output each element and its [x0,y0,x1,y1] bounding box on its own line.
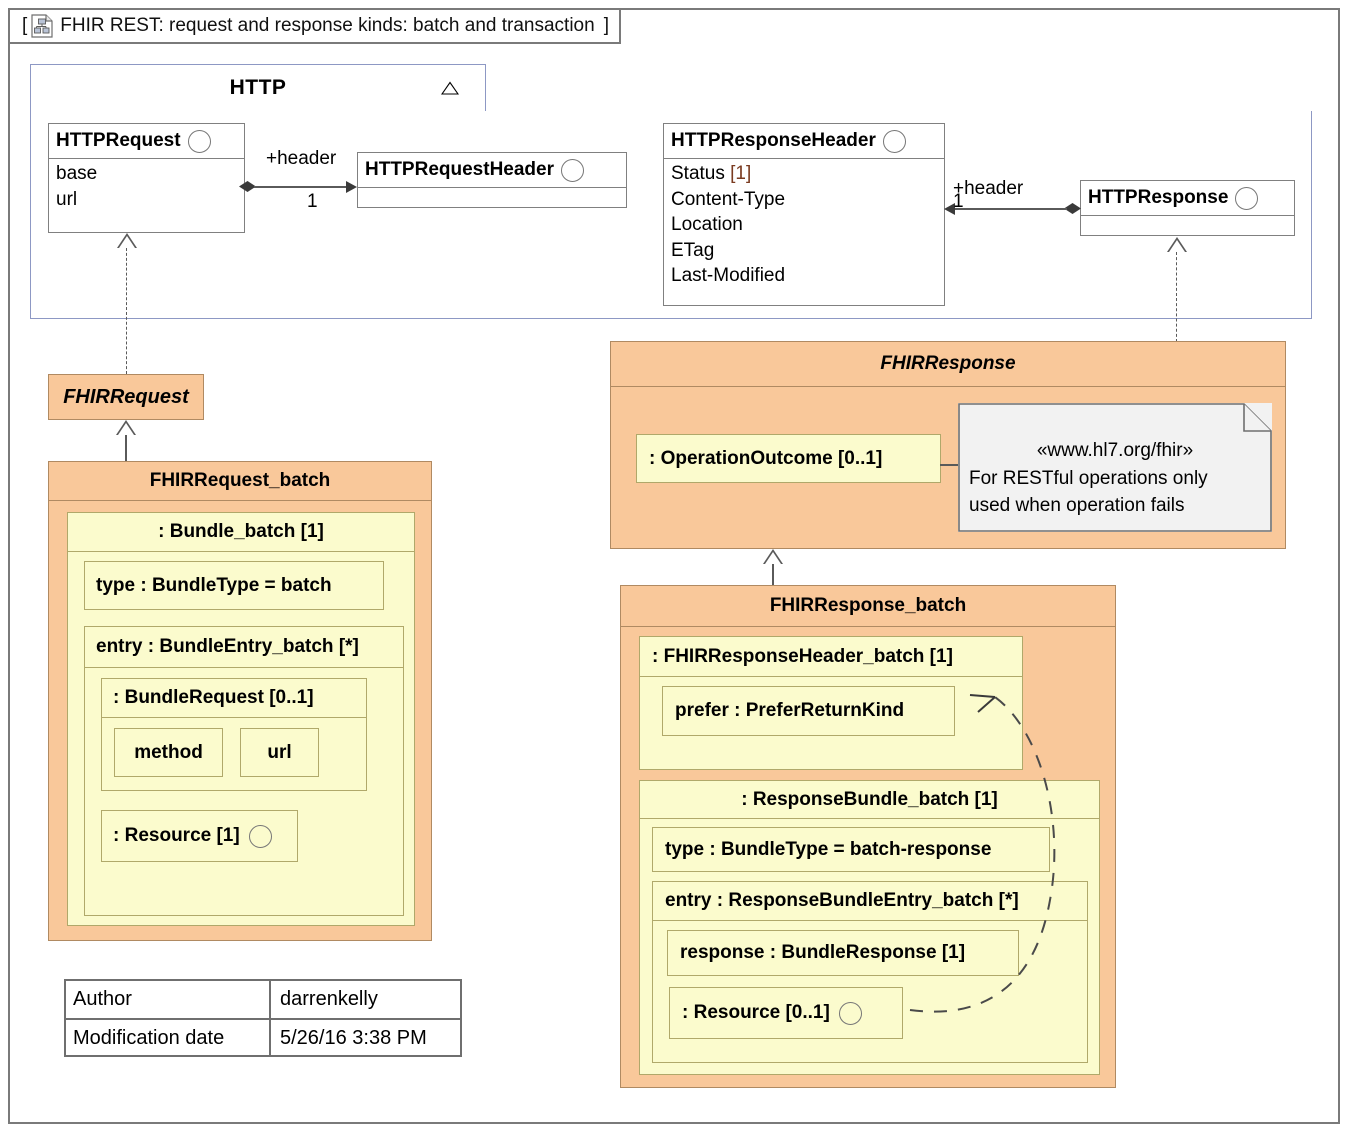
note-anchor-line [940,464,962,466]
note-line-2: used when operation fails [969,495,1185,516]
part-title: : Bundle_batch [1] [68,513,414,552]
attribute-content-type: Content-Type [671,188,786,210]
property-type[interactable]: type : BundleType = batch-response [652,827,1050,872]
part-title: : ResponseBundle_batch [1] [640,781,1099,819]
property-entry[interactable]: entry : ResponseBundleEntry_batch [*] re… [652,881,1088,1063]
generalization-arrow-icon [763,549,783,564]
part-resource[interactable]: : Resource [0..1] [669,987,903,1039]
class-http-request[interactable]: HTTPRequest base url [48,123,245,233]
triangle-icon[interactable] [441,81,459,95]
generalization-line [772,564,774,585]
property-type[interactable]: type : BundleType = batch [84,561,384,610]
part-title: : FHIRResponseHeader_batch [1] [640,637,1022,677]
part-bundle-request[interactable]: : BundleRequest [0..1] method url [101,678,367,791]
circle-icon [248,824,272,848]
part-title: : OperationOutcome [0..1] [649,447,883,469]
attribute-url: url [56,188,78,210]
field-method[interactable]: method [114,728,223,777]
metadata-table: Author darrenkelly Modification date 5/2… [64,979,462,1057]
class-name: HTTPRequestHeader [365,159,554,180]
note-hl7-reference: «www.hl7.org/fhir» For RESTful operation… [958,403,1272,532]
field-url[interactable]: url [240,728,319,777]
attribute-base: base [56,163,98,184]
diagram-title-text: FHIR REST: request and response kinds: b… [60,15,595,36]
circle-icon [187,129,211,153]
attribute-etag: ETag [671,239,715,261]
note-line-1: For RESTful operations only [969,468,1208,489]
class-fhir-request[interactable]: FHIRRequest [48,374,204,420]
table-cell-label: Author [66,981,271,1018]
part-resource[interactable]: : Resource [1] [101,810,298,862]
class-name: FHIRResponse [611,342,1285,387]
part-title: : Resource [1] [113,825,240,846]
association-line [254,186,348,188]
diagram-title-tab: [ FHIR REST: request and response kinds:… [8,8,621,44]
close-bracket: ] [603,15,609,36]
property-label: type : BundleType = batch-response [665,838,992,860]
part-response-bundle-batch[interactable]: : ResponseBundle_batch [1] type : Bundle… [639,780,1100,1075]
part-title: : BundleRequest [0..1] [102,679,366,718]
property-prefer[interactable]: prefer : PreferReturnKind [662,686,955,736]
aggregation-diamond [1064,203,1081,214]
part-operation-outcome[interactable]: : OperationOutcome [0..1] [636,434,941,483]
table-row: Author darrenkelly [66,981,460,1018]
field-label: url [267,741,292,763]
class-http-response-header[interactable]: HTTPResponseHeader Status [1] Content-Ty… [663,123,945,306]
class-name: HTTPResponse [1088,187,1229,208]
association-multiplicity-label: 1 [953,191,964,212]
table-cell-value: darrenkelly [280,988,378,1010]
property-label: response : BundleResponse [1] [680,942,966,963]
circle-icon [561,158,584,182]
table-cell-label: Modification date [66,1020,271,1057]
realization-line [1176,252,1177,342]
class-diagram-icon [31,14,53,38]
association-line [955,208,1067,210]
open-bracket: [ [22,15,28,36]
class-name: HTTPRequest [56,130,181,151]
package-tab-http[interactable]: HTTP [30,64,486,112]
class-name: FHIRRequest [63,385,189,408]
generalization-arrow-icon [1167,237,1187,252]
class-fhir-request-batch[interactable]: FHIRRequest_batch : Bundle_batch [1] typ… [48,461,432,941]
field-label: method [134,741,203,763]
attribute-location: Location [671,214,743,235]
table-row: Modification date 5/26/16 3:38 PM [66,1018,460,1057]
property-label: prefer : PreferReturnKind [675,700,905,721]
class-name: FHIRResponse_batch [621,586,1115,627]
part-title: : Resource [0..1] [682,1002,830,1023]
association-role-label: +header [953,178,1024,199]
generalization-arrow-icon [116,420,136,435]
property-response[interactable]: response : BundleResponse [1] [667,930,1019,976]
class-fhir-response-batch[interactable]: FHIRResponse_batch : FHIRResponseHeader_… [620,585,1116,1088]
circle-icon [1235,186,1259,210]
class-name: FHIRRequest_batch [49,462,431,501]
class-http-request-header[interactable]: HTTPRequestHeader [357,152,627,208]
circle-icon [838,1001,862,1025]
note-stereotype: «www.hl7.org/fhir» [1036,440,1194,461]
table-cell-value: 5/26/16 3:38 PM [280,1027,427,1049]
part-bundle-batch[interactable]: : Bundle_batch [1] type : BundleType = b… [67,512,415,926]
generalization-line [125,435,127,461]
property-label: type : BundleType = batch [96,574,332,596]
association-multiplicity-label: 1 [307,191,318,212]
circle-icon [882,129,906,153]
class-name: HTTPResponseHeader [671,130,876,151]
class-http-response[interactable]: HTTPResponse [1080,180,1295,236]
property-entry[interactable]: entry : BundleEntry_batch [*] : BundleRe… [84,626,404,916]
part-fhir-response-header-batch[interactable]: : FHIRResponseHeader_batch [1] prefer : … [639,636,1023,770]
aggregation-diamond [239,181,256,192]
property-label: entry : ResponseBundleEntry_batch [*] [653,882,1087,921]
property-label: entry : BundleEntry_batch [*] [85,627,403,668]
realization-line [126,248,127,374]
arrow-head-icon [346,181,357,193]
attribute-last-modified: Last-Modified [671,265,786,286]
generalization-arrow-icon [117,233,137,248]
arrow-head-icon [944,203,955,215]
package-name: HTTP [229,76,287,99]
attribute-status: Status [1] [671,163,752,184]
association-role-label: +header [266,148,337,169]
